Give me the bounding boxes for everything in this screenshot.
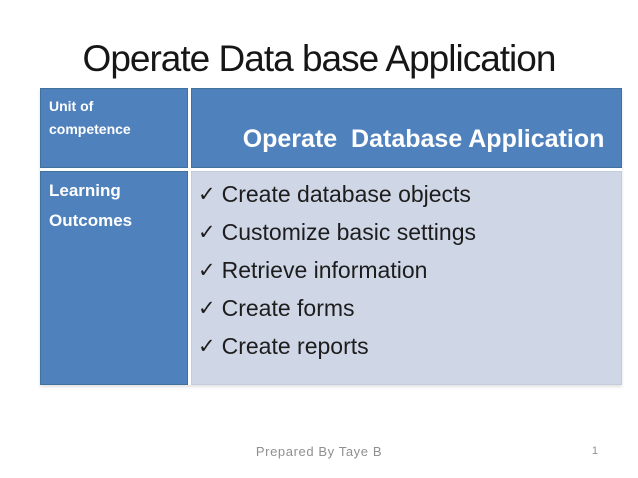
- outcome-text: Create forms: [221, 295, 355, 321]
- learning-outcomes-header-cell: Learning Outcomes: [40, 171, 188, 385]
- competence-table: Unit of competence Operate Database Appl…: [40, 88, 622, 385]
- checkmark-icon: ✓: [198, 259, 216, 282]
- outcome-text: Create reports: [221, 333, 369, 359]
- slide-page-number: 1: [591, 445, 598, 457]
- footer-prepared-by: Prepared By Taye B: [255, 444, 383, 459]
- checkmark-icon: ✓: [198, 183, 216, 206]
- outcome-item: ✓Retrieve information: [198, 252, 615, 290]
- outcome-item: ✓Create reports: [198, 328, 615, 366]
- outcome-item: ✓Create forms: [198, 290, 615, 328]
- learning-outcomes-list-cell: ✓Create database objects ✓Customize basi…: [191, 171, 622, 385]
- unit-of-competence-header-cell: Unit of competence: [40, 88, 188, 168]
- outcome-text: Retrieve information: [221, 257, 428, 283]
- outcome-item: ✓Customize basic settings: [198, 214, 615, 252]
- unit-of-competence-value: Operate Database Application: [242, 125, 605, 154]
- slide-title: Operate Data base Application: [82, 38, 557, 79]
- checkmark-icon: ✓: [198, 221, 216, 244]
- checkmark-icon: ✓: [198, 335, 216, 358]
- outcome-text: Customize basic settings: [221, 219, 476, 245]
- learning-outcomes-label: Learning Outcomes: [49, 181, 133, 230]
- outcome-item: ✓Create database objects: [198, 176, 615, 214]
- checkmark-icon: ✓: [198, 297, 216, 320]
- unit-of-competence-value-cell: Operate Database Application: [191, 88, 622, 168]
- outcome-text: Create database objects: [221, 181, 471, 207]
- unit-of-competence-label: Unit of competence: [49, 98, 131, 137]
